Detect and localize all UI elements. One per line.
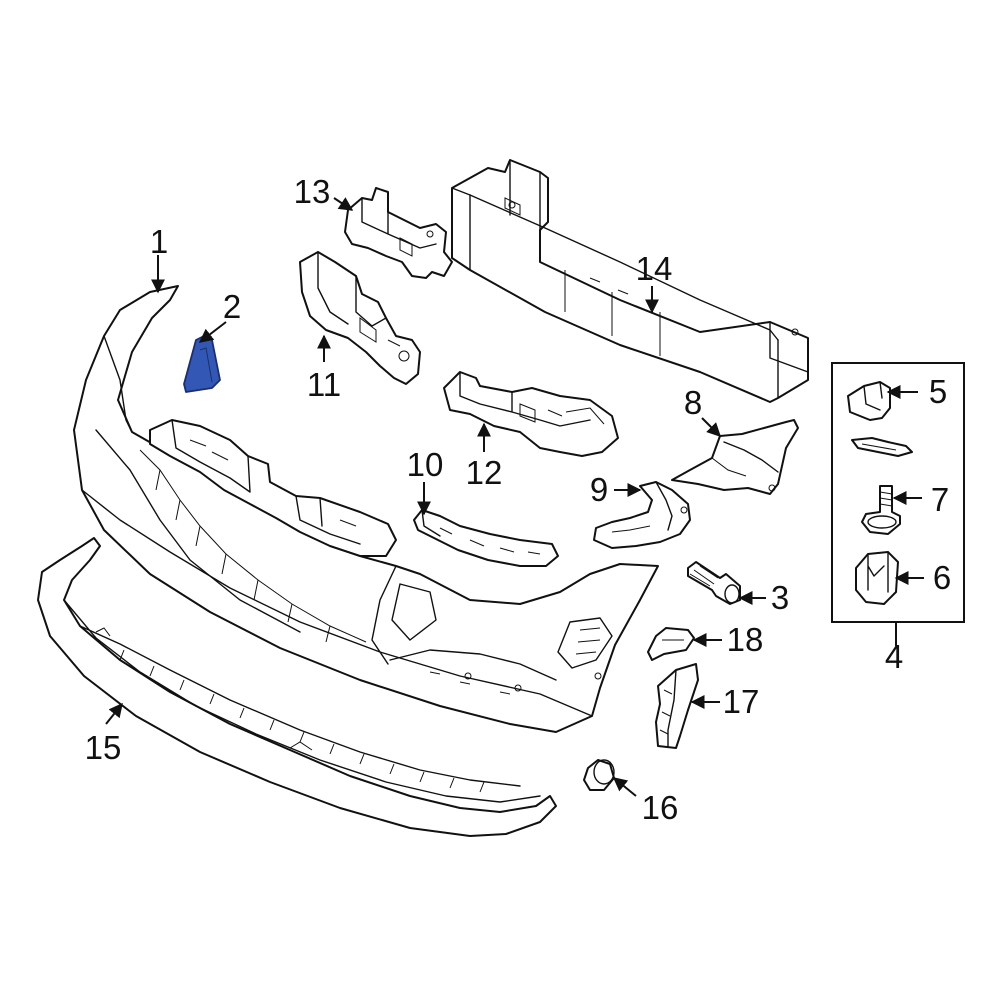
part-16-push-pin[interactable] [583, 759, 615, 791]
callout-5: 5 [929, 373, 947, 410]
leader-lines [105, 197, 924, 797]
part-10-lower-bracket[interactable] [413, 509, 559, 567]
callout-1: 1 [150, 223, 168, 260]
part-13-upper-bracket[interactable] [344, 187, 453, 279]
callout-8: 8 [684, 384, 702, 421]
part-group-4-box [831, 362, 965, 623]
callout-11: 11 [307, 366, 341, 403]
callout-10: 10 [407, 446, 444, 483]
callout-15: 15 [85, 729, 122, 766]
part-5-clip[interactable] [847, 381, 913, 457]
callout-labels: 1 2 3 4 5 6 7 8 9 10 11 12 13 14 15 16 1… [85, 173, 952, 826]
callout-17: 17 [723, 683, 760, 720]
part-7-screw[interactable] [861, 485, 901, 535]
leader-8 [701, 417, 721, 437]
part-3-bolt[interactable] [687, 561, 741, 605]
leader-2 [198, 321, 227, 343]
part-11-side-bracket[interactable] [299, 251, 421, 385]
front-bumper-cover[interactable] [73, 285, 659, 733]
callout-18: 18 [727, 621, 764, 658]
inner-grille-bracket [139, 419, 397, 643]
part-17-side-bracket[interactable] [655, 663, 699, 749]
part-9-bracket[interactable] [593, 481, 691, 549]
part-6-nut[interactable] [855, 551, 899, 605]
part-14-reinforcement-beam[interactable] [451, 159, 809, 403]
leader-13 [333, 197, 354, 211]
callout-7: 7 [931, 481, 949, 518]
callout-14: 14 [636, 250, 673, 287]
callout-4: 4 [885, 638, 903, 675]
callout-12: 12 [466, 454, 503, 491]
part-15-lower-valance[interactable] [37, 537, 557, 837]
callout-16: 16 [642, 789, 679, 826]
part-2-highlighted-bracket[interactable] [183, 333, 221, 393]
part-18-clip[interactable] [647, 627, 695, 661]
callout-9: 9 [590, 471, 608, 508]
leader-16 [612, 777, 637, 797]
callout-2: 2 [223, 288, 241, 325]
callout-6: 6 [933, 559, 951, 596]
leader-15 [105, 702, 123, 725]
callout-13: 13 [294, 173, 331, 210]
part-8-side-bracket[interactable] [671, 419, 799, 495]
callout-3: 3 [771, 579, 789, 616]
part-12-center-bracket[interactable] [443, 371, 619, 457]
